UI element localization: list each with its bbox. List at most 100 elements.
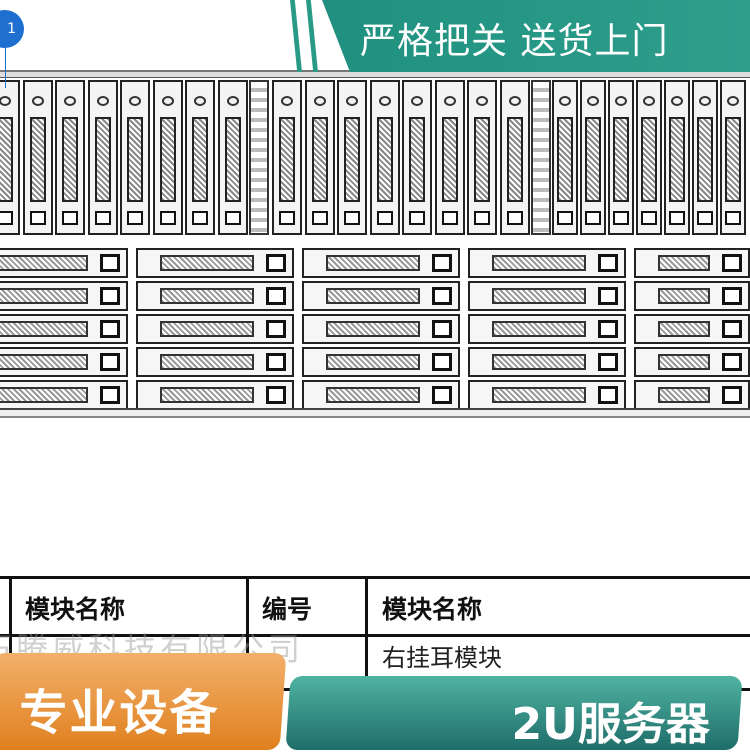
drive-bay-ring [281,96,293,106]
table-rule [0,576,750,579]
drive-bay-ring [64,96,76,106]
drive-bay-led [192,211,208,225]
drive-bay-mesh [492,387,586,403]
drive-bay-ring [559,96,571,106]
drive-bay-mesh [279,117,295,202]
drive-bay-mesh [641,117,657,202]
drive-bay-ring [699,96,711,106]
drive-bay-ring [378,96,391,106]
drive-bay-ring [0,96,11,106]
drive-bay-latch [722,353,742,371]
drive-bay-led [669,211,685,225]
drive-bay-vertical [402,80,432,235]
table-divider [246,576,249,706]
table-header-module-name-2: 模块名称 [382,595,483,624]
drive-bay-latch [432,287,452,305]
drive-bay-led [159,211,176,225]
drive-bay-mesh [326,354,420,370]
drive-bay-latch [266,254,286,272]
drive-bay-mesh [0,117,13,202]
drive-bay-mesh [441,117,458,202]
drive-bay-vertical [304,80,335,235]
drive-bay-horizontal [468,380,626,410]
drive-bay-horizontal [634,314,750,344]
drive-bay-latch [100,320,120,338]
table-divider [9,576,12,706]
drive-bay-horizontal [136,347,294,377]
drive-bay-latch [722,320,742,338]
drive-bay-vertical [0,80,20,235]
drive-bay-mesh [725,117,741,202]
drive-bay-mesh [492,288,586,304]
drive-bay-latch [266,386,286,404]
drive-bay-led [344,211,360,225]
drive-bay-latch [100,287,120,305]
drive-bay-vertical [608,80,634,235]
drive-bay-mesh [62,117,78,202]
table-divider [365,576,368,706]
drive-bay-mesh [492,255,586,271]
table-header-number: 编号 [262,595,313,624]
drive-bay-mesh [658,255,710,271]
drive-bay-mesh [344,117,360,202]
drive-bay-mesh [127,117,143,202]
drive-bay-latch [100,353,120,371]
drive-bay-vertical [55,80,85,235]
drive-bay-mesh [326,321,420,337]
drive-bay-led [376,211,393,225]
drive-bay-horizontal [302,281,460,311]
drive-bay-led [641,211,657,225]
drive-bay-mesh [311,117,328,202]
led-strip [531,80,551,235]
drive-bay-vertical [580,80,606,235]
drive-bay-horizontal [0,248,128,278]
drive-bay-horizontal [302,248,460,278]
drive-bay-vertical [120,80,150,235]
drive-bay-latch [598,386,618,404]
drive-bay-vertical [217,80,248,235]
drive-bay-led [613,211,629,225]
drive-bay-latch [100,386,120,404]
drive-bay-mesh [160,387,254,403]
drive-bay-led [0,211,13,225]
drive-bay-vertical [499,80,530,235]
drive-bay-horizontal [0,314,128,344]
server-front-panel-diagram [0,70,750,420]
drive-bay-vertical [22,80,53,235]
banner-stripe [306,0,318,72]
banner-stripe [290,0,302,72]
led-strip [249,80,269,235]
drive-bay-ring [643,96,655,106]
drive-bay-mesh [29,117,46,202]
drive-bay-mesh [159,117,176,202]
table-cell-right-ear-module: 右挂耳模块 [382,644,502,672]
badge-left-text: 专业设备 [19,685,220,741]
drive-bay-horizontal [302,380,460,410]
drive-bay-latch [432,353,452,371]
drive-bay-led [725,211,741,225]
drive-bay-led [62,211,78,225]
drive-bay-vertical [369,80,400,235]
drive-bay-mesh [326,387,420,403]
drive-bay-mesh [0,354,88,370]
drive-bay-ring [508,96,521,106]
drive-bay-led [224,211,241,225]
drive-bay-latch [432,386,452,404]
drive-bay-ring [161,96,174,106]
drive-bay-mesh [557,117,573,202]
drive-bay-vertical [692,80,718,235]
table-header-module-name: 模块名称 [25,595,126,624]
drive-bay-horizontal [136,248,294,278]
drive-bay-mesh [409,117,425,202]
drive-bay-horizontal [0,281,128,311]
drive-bay-horizontal [634,380,750,410]
drive-bay-led [127,211,143,225]
drive-bay-led [697,211,713,225]
drive-bay-ring [476,96,488,106]
drive-bay-horizontal [302,314,460,344]
drive-bay-mesh [0,288,88,304]
drive-bay-horizontal [634,347,750,377]
drive-bay-horizontal [634,248,750,278]
drive-bay-mesh [326,288,420,304]
drive-bay-mesh [658,288,710,304]
